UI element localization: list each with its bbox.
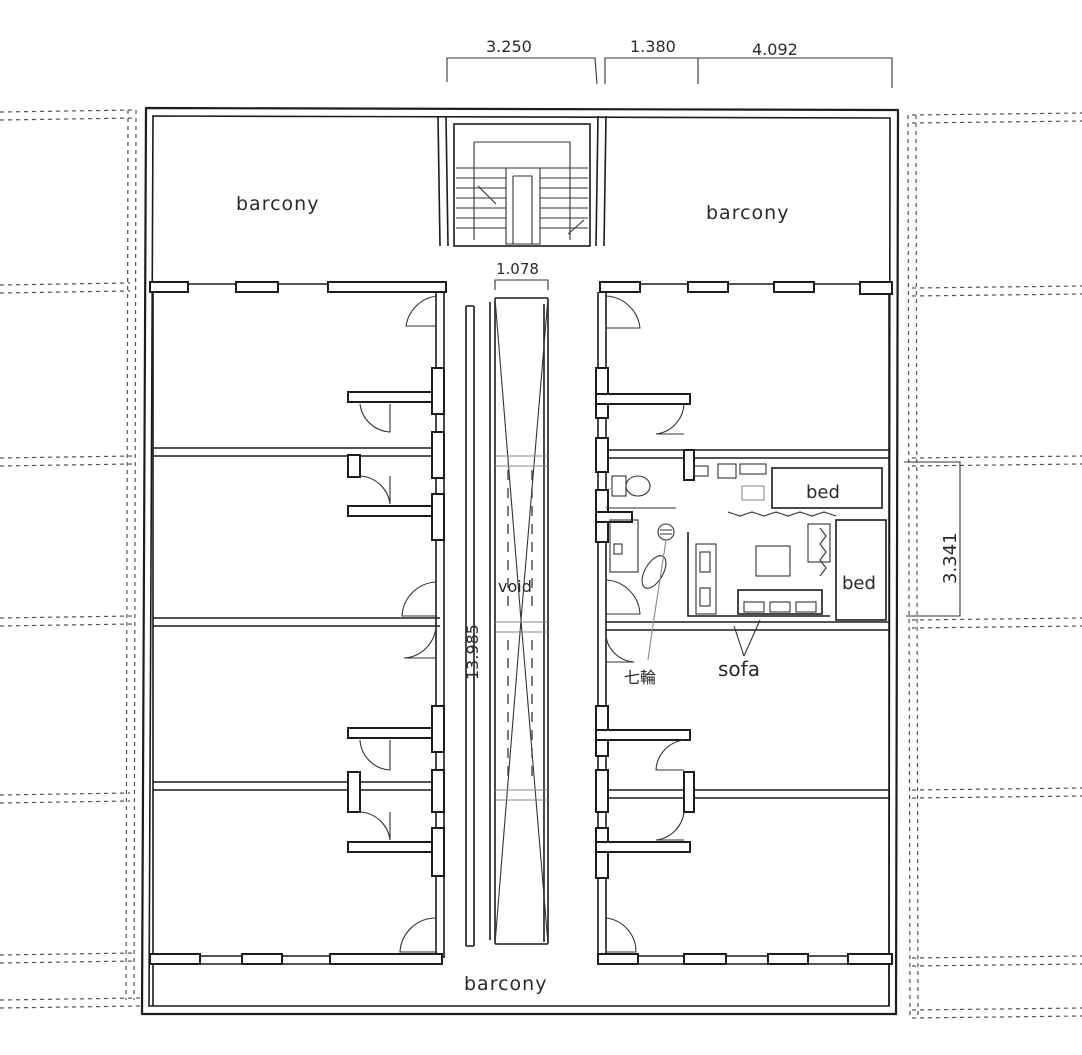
- dim-corridor-length: 13.985: [463, 624, 482, 680]
- balcony-label-top-left: barcony: [236, 193, 319, 215]
- bathtub: [641, 555, 667, 589]
- dim-top-left: 3.250: [486, 37, 532, 56]
- dim-top-right: 4.092: [752, 40, 798, 59]
- washer: [657, 523, 675, 541]
- bed-1: [771, 467, 883, 509]
- top-dimension-line: 3.250 1.380 4.092: [446, 37, 893, 88]
- tv-console: [695, 543, 717, 615]
- left-wing: [149, 281, 447, 1006]
- stairwell: [453, 123, 591, 247]
- washbasin: [609, 519, 639, 573]
- dim-void-width: 1.078: [496, 260, 539, 278]
- bed-label-1: bed: [806, 482, 840, 503]
- top-balcony-zone: barcony barcony: [153, 115, 889, 285]
- toilet-note-label: 七輪: [624, 668, 656, 687]
- right-wing: [595, 281, 893, 1006]
- coffee-table: [755, 545, 791, 577]
- bed-label-2: bed: [842, 573, 876, 594]
- toilet-bowl: [625, 475, 651, 497]
- toilet-tank: [611, 475, 627, 497]
- dim-room-depth: 3.341: [940, 532, 961, 584]
- balcony-label-bottom: barcony: [464, 973, 547, 995]
- central-void: void 1.078 13.985: [463, 260, 549, 947]
- dim-top-mid: 1.380: [630, 37, 676, 56]
- sofa: [737, 589, 823, 615]
- bottom-balcony: barcony: [464, 973, 547, 995]
- neighbour-outlines: [0, 109, 1082, 1019]
- sofa-label: sofa: [718, 657, 760, 681]
- bed-2: [835, 519, 887, 621]
- balcony-label-top-right: barcony: [706, 202, 789, 224]
- void-label: void: [498, 577, 532, 596]
- furnished-unit: bed bed sofa 七輪 3.341: [606, 461, 961, 687]
